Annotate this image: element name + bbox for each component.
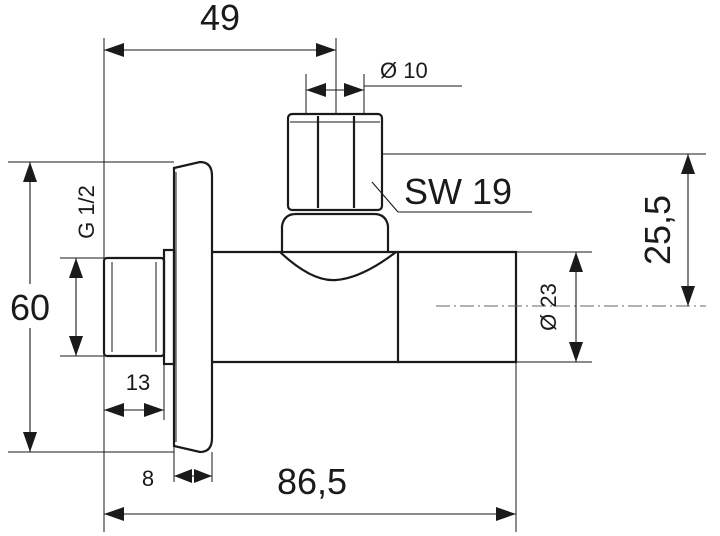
dim-flange-thickness: 8 <box>142 466 212 491</box>
valve-outline <box>102 112 518 454</box>
dim-wrench-size: SW 19 <box>371 171 532 213</box>
dim-top-overall: 49 <box>104 0 336 57</box>
dim-height-offset-label: 25,5 <box>637 195 678 265</box>
main-body <box>212 250 400 364</box>
dim-body-diameter: Ø 23 <box>536 252 583 362</box>
dim-body-diameter-label: Ø 23 <box>536 283 561 331</box>
dim-thread-length: 13 <box>104 370 164 417</box>
dim-total-height-label: 60 <box>10 287 50 328</box>
dim-wrench-size-label: SW 19 <box>404 171 512 212</box>
wall-flange <box>172 160 214 454</box>
dim-inlet-thread: G 1/2 <box>69 185 99 356</box>
dim-outlet-diameter: Ø 10 <box>306 58 428 97</box>
body-outlet-stub <box>398 250 518 364</box>
dim-thread-length-label: 13 <box>126 370 150 395</box>
dim-height-offset: 25,5 <box>637 154 695 306</box>
valve-neck <box>280 212 390 252</box>
nipple-collar <box>162 248 176 366</box>
dim-outlet-diameter-label: Ø 10 <box>380 58 428 83</box>
dim-total-length-label: 86,5 <box>277 461 347 502</box>
inlet-thread-nipple <box>102 256 166 358</box>
dim-flange-thickness-label: 8 <box>142 466 154 491</box>
dim-total-height: 60 <box>4 162 56 452</box>
neck-saddle <box>279 251 397 282</box>
dim-total-length: 86,5 <box>104 461 516 521</box>
extension-lines <box>8 38 706 532</box>
compression-nut <box>286 112 384 212</box>
dim-top-overall-label: 49 <box>200 0 240 38</box>
dim-inlet-thread-label: G 1/2 <box>74 185 99 239</box>
